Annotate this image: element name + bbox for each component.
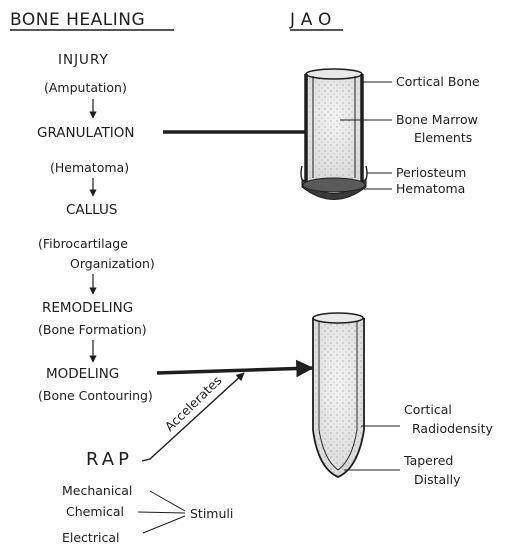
stage-injury-sub: (Amputation) (44, 80, 127, 95)
modeling-to-bone-arrow (157, 368, 312, 373)
stimulus-electrical: Electrical (62, 530, 119, 545)
stage-granulation-sub: (Hematoma) (50, 160, 129, 175)
connector-chemical (138, 512, 185, 513)
stimuli-label: Stimuli (190, 506, 233, 521)
label-cortical-bone: Cortical Bone (396, 74, 480, 89)
rap-accelerates-arrow (142, 373, 244, 461)
stage-modeling-sub: (Bone Contouring) (38, 388, 153, 403)
connector-mechanical (150, 491, 185, 511)
label-tapered-1: Tapered (403, 453, 453, 468)
left-header: BONE HEALING (10, 10, 145, 30)
label-hematoma: Hematoma (396, 181, 465, 196)
stimulus-mechanical: Mechanical (62, 483, 132, 498)
stimulus-chemical: Chemical (66, 504, 124, 519)
label-tapered-2: Distally (414, 472, 461, 487)
stage-callus: CALLUS (66, 202, 117, 218)
label-bone-marrow-1: Bone Marrow (396, 112, 478, 127)
stage-injury: INJURY (58, 52, 109, 68)
stage-callus-sub2: Organization) (70, 256, 155, 271)
label-radiodensity-2: Radiodensity (412, 421, 494, 436)
bone-top-illustration (301, 69, 367, 200)
label-radiodensity-1: Cortical (404, 402, 452, 417)
stage-remodeling-sub: (Bone Formation) (38, 322, 147, 337)
accelerates-label: Accelerates (162, 373, 225, 434)
stage-remodeling: REMODELING (42, 300, 133, 316)
connector-electrical (143, 516, 185, 533)
stage-modeling: MODELING (46, 366, 119, 382)
stage-granulation: GRANULATION (37, 125, 134, 141)
rap-label: RAP (86, 449, 133, 470)
label-bone-marrow-2: Elements (414, 130, 472, 145)
bone-bottom-illustration (313, 313, 364, 477)
right-header: JAO (289, 10, 337, 30)
label-periosteum: Periosteum (396, 165, 466, 180)
stage-callus-sub1: (Fibrocartilage (38, 236, 128, 251)
